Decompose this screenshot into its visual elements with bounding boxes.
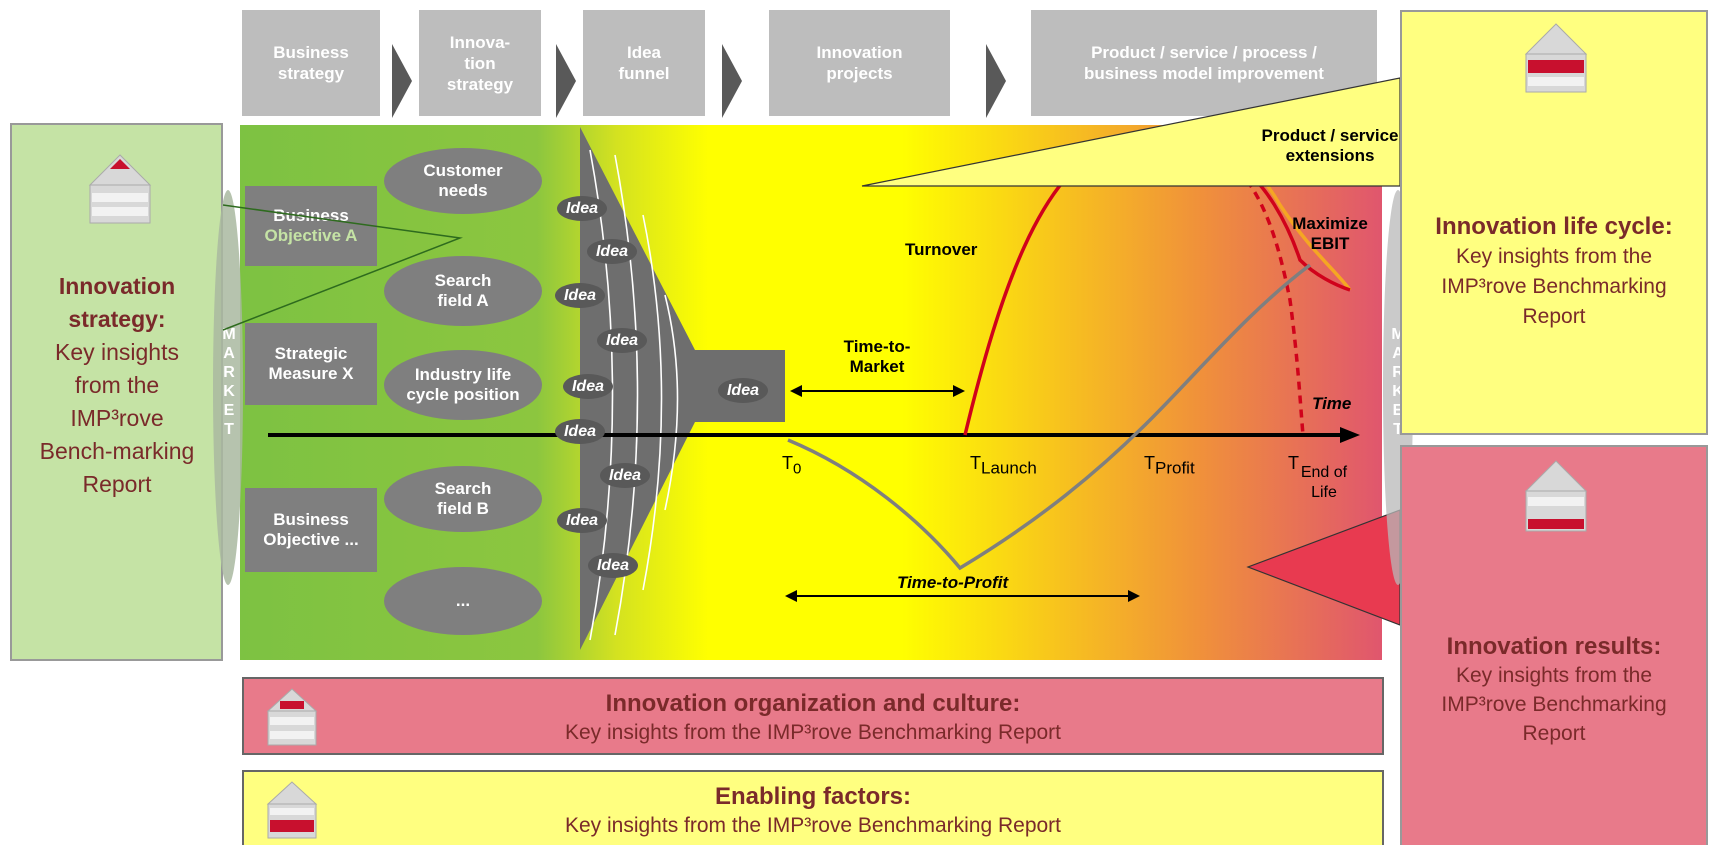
- enabling-factors-bar: Enabling factors: Key insights from the …: [242, 770, 1384, 845]
- oval-search-field-a: Search field A: [384, 256, 542, 326]
- report-icon: [80, 153, 160, 230]
- oval-industry-life-cycle: Industry life cycle position: [384, 350, 542, 420]
- decline-curve-dashed: [1226, 158, 1305, 436]
- enabling-factors-text: Key insights from the IMP³rove Benchmark…: [564, 814, 1062, 837]
- report-icon: [262, 780, 322, 845]
- strategic-measure-x: Strategic Measure X: [245, 323, 377, 405]
- label-t-launch: TLaunch: [970, 453, 1037, 478]
- idea-bubble: Idea: [587, 239, 637, 264]
- idea-bubble: Idea: [555, 283, 605, 308]
- idea-bubble: Idea: [588, 553, 638, 578]
- label-turnover: Turnover: [905, 240, 978, 259]
- innovation-results-panel: Innovation results: Key insights from th…: [1400, 445, 1708, 845]
- idea-bubble: Idea: [555, 419, 605, 444]
- business-objective-a: Business Objective A: [245, 186, 377, 266]
- idea-bubble: Idea: [597, 328, 647, 353]
- label-time: Time: [1312, 394, 1352, 413]
- innovation-strategy-text: Key insights from the IMP³rove Bench-mar…: [39, 339, 195, 497]
- label-t-profit: TProfit: [1144, 453, 1195, 478]
- header-step-idea-funnel: Idea funnel: [583, 10, 705, 116]
- organization-culture-title: Innovation organization and culture:: [605, 690, 1021, 717]
- organization-culture-bar: Innovation organization and culture: Key…: [242, 677, 1384, 755]
- enabling-factors-title: Enabling factors:: [714, 783, 912, 810]
- oval-more: ...: [384, 567, 542, 635]
- report-icon: [1516, 459, 1596, 540]
- organization-culture-text: Key insights from the IMP³rove Benchmark…: [564, 721, 1062, 744]
- label-time-to-market: Time-to-Market: [843, 337, 911, 376]
- market-label-left: MARKET: [222, 326, 236, 438]
- innovation-lifecycle-text: Key insights from the IMP³rove Benchmark…: [1441, 245, 1667, 328]
- innovation-strategy-title: Innovation strategy:: [58, 273, 176, 332]
- market-band-left: [213, 190, 243, 585]
- label-extensions: Product / service extensions: [1261, 126, 1399, 165]
- innovation-results-text: Key insights from the IMP³rove Benchmark…: [1441, 664, 1667, 745]
- innovation-lifecycle-title: Innovation life cycle:: [1435, 213, 1673, 240]
- idea-bubble: Idea: [600, 463, 650, 488]
- report-icon: [1516, 22, 1596, 99]
- oval-customer-needs: Customer needs: [384, 148, 542, 214]
- label-t0: T0: [782, 453, 802, 478]
- label-time-to-profit: Time-to-Profit: [897, 573, 1009, 592]
- header-step-innovation-strategy: Innova-tion strategy: [419, 10, 541, 116]
- idea-bubble: Idea: [563, 374, 613, 399]
- callout-results: [1246, 509, 1401, 626]
- header-step-innovation-projects: Innovation projects: [769, 10, 950, 116]
- turnover-curve: [963, 141, 1111, 436]
- header-step-business-strategy: Business strategy: [242, 10, 380, 116]
- innovation-strategy-panel: Innovation strategy: Key insights from t…: [10, 123, 223, 661]
- report-icon: [262, 687, 322, 752]
- profit-curve: [787, 263, 1312, 571]
- business-objective-other: Business Objective ...: [245, 488, 377, 572]
- label-maximize-ebit: Maximize EBIT: [1292, 214, 1368, 253]
- idea-bubble: Idea: [557, 196, 607, 221]
- chevron-arrow-icon: [986, 44, 1006, 118]
- idea-bubble: Idea: [557, 508, 607, 533]
- innovation-lifecycle-panel: Innovation life cycle: Key insights from…: [1400, 10, 1708, 435]
- idea-bubble-output: Idea: [718, 378, 768, 403]
- oval-search-field-b: Search field B: [384, 466, 542, 532]
- innovation-results-title: Innovation results:: [1446, 633, 1662, 660]
- chevron-arrow-icon: [722, 44, 742, 118]
- chevron-arrow-icon: [392, 44, 412, 118]
- chevron-arrow-icon: [556, 44, 576, 118]
- connector-line: [222, 204, 463, 331]
